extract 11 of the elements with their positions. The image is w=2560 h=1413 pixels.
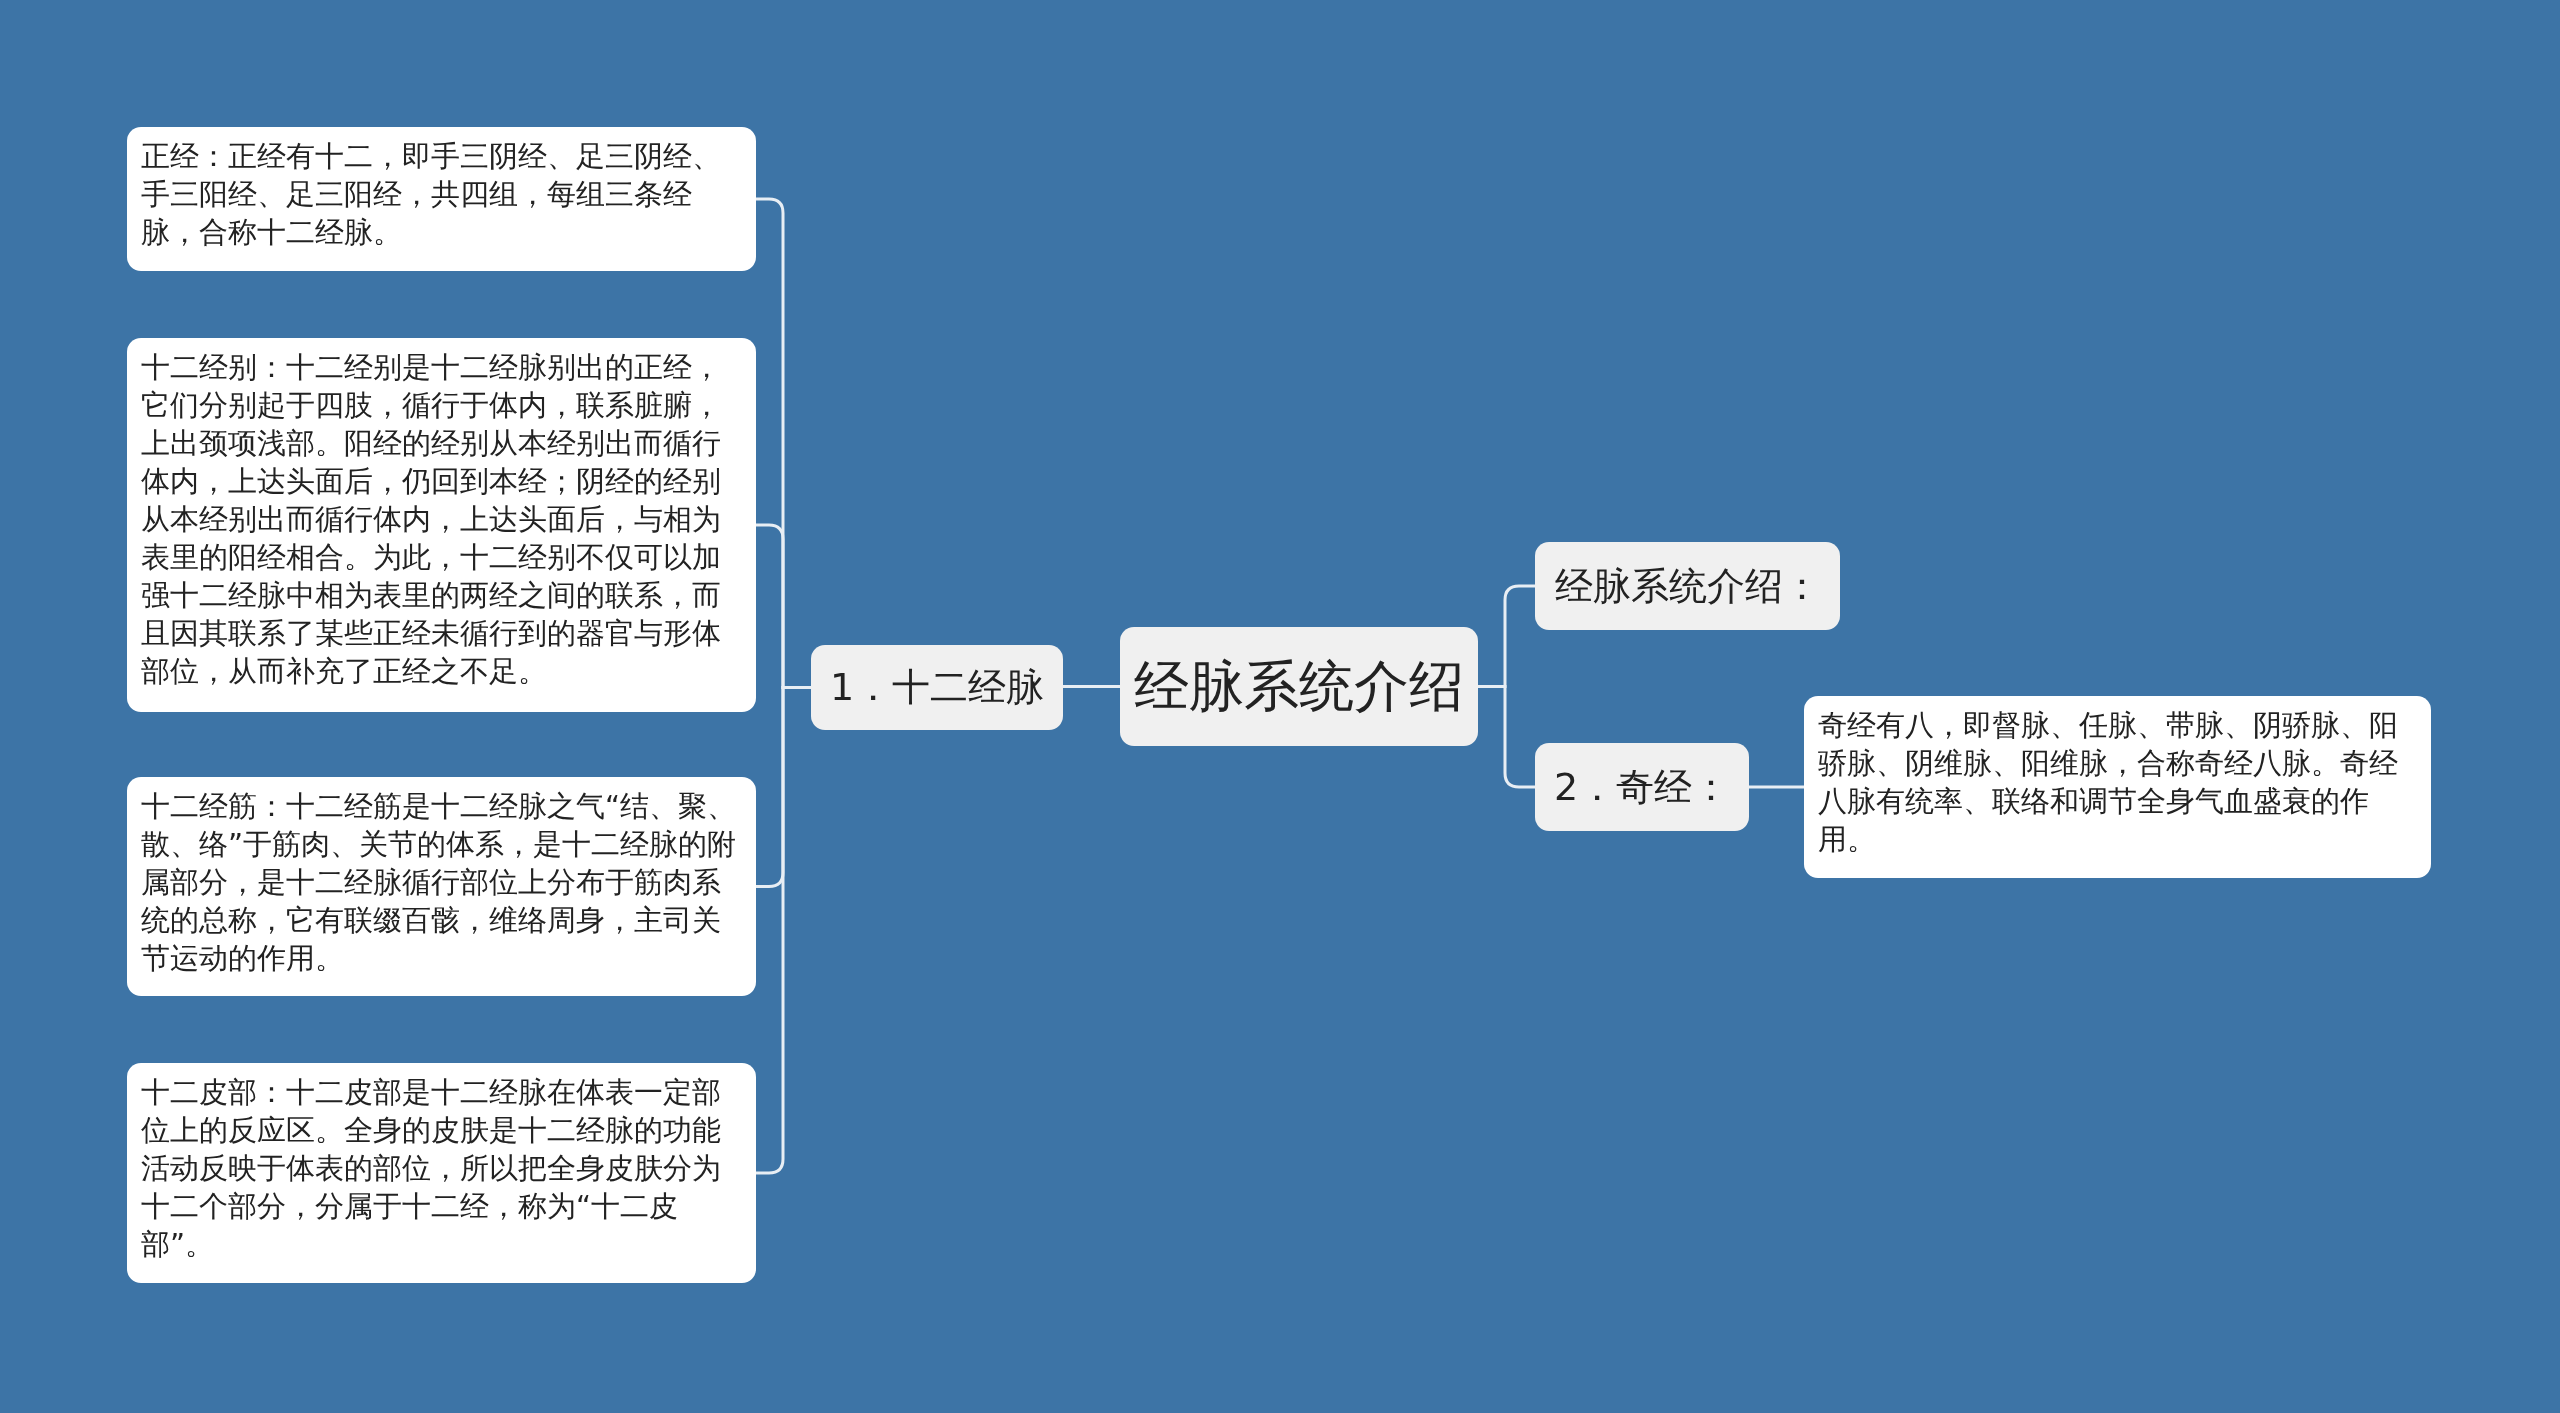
text-card: 十二皮部：十二皮部是十二经脉在体表一定部位上的反应区。全身的皮肤是十二经脉的功能活动反映于体表的部位，所以把全身皮肤分为十二个部分，分属于十二经，称为“十二皮部”。 <box>127 1063 756 1283</box>
central-topic-box: 经脉系统介绍 <box>1120 627 1478 746</box>
topic-box: 经脉系统介绍： <box>1535 542 1840 630</box>
text-card: 十二经别：十二经别是十二经脉别出的正经，它们分别起于四肢，循行于体内，联系脏腑，上出颈项浅部。阳经的经别从本经别出而循行体内，上达头面后，仍回到本经；阴经的经别从本经别出而循行体内，上达头面后，与相为表里的阳经相合。为此，十二经别不仅可以加强十二经脉中相为表里的两经之间的联系，而且因其联系了某些正经未循行到的器官与形体部位，从而补充了正经之不足。 <box>127 338 756 712</box>
topic-box: 1．十二经脉 <box>811 645 1063 730</box>
text-card: 奇经有八，即督脉、任脉、带脉、阴骄脉、阳骄脉、阴维脉、阳维脉，合称奇经八脉。奇经八脉有统率、联络和调节全身气血盛衰的作用。 <box>1804 696 2431 878</box>
topic-box: 2．奇经： <box>1535 743 1749 831</box>
text-card: 十二经筋：十二经筋是十二经脉之气“结、聚、散、络”于筋肉、关节的体系，是十二经脉的附属部分，是十二经脉循行部位上分布于筋肉系统的总称，它有联缀百骸，维络周身，主司关节运动的作用。 <box>127 777 756 996</box>
connector-line <box>1063 685 1120 688</box>
text-card: 正经：正经有十二，即手三阴经、足三阴经、手三阳经、足三阳经，共四组，每组三条经脉，合称十二经脉。 <box>127 127 756 271</box>
connector-line <box>1749 785 1804 789</box>
